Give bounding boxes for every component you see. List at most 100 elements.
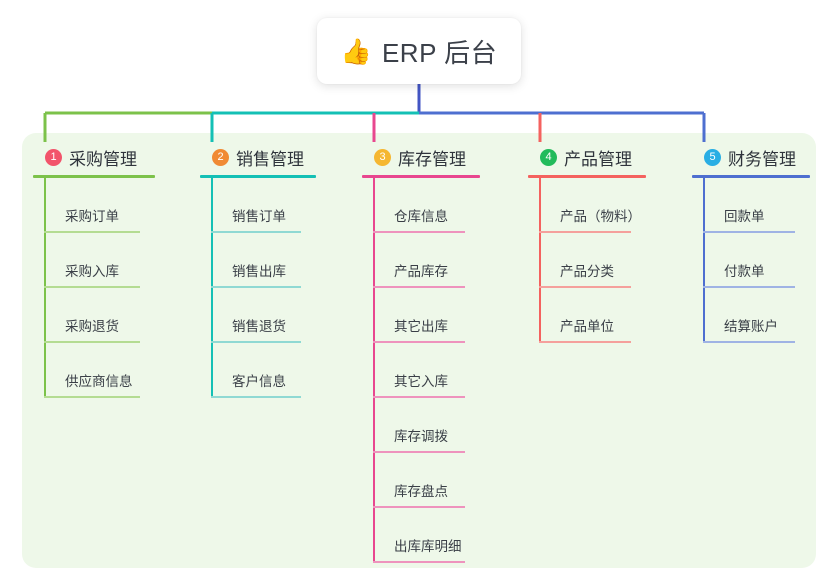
leaf-node-rule (44, 341, 140, 343)
leaf-node-label: 销售订单 (232, 209, 286, 224)
branch-number-badge: 1 (45, 148, 62, 166)
leaf-node[interactable]: 产品库存 (362, 233, 480, 288)
branch-number-badge: 2 (212, 148, 229, 166)
leaf-node-label: 采购订单 (65, 209, 119, 224)
branch-header-1[interactable]: 1 采购管理 (33, 146, 155, 169)
leaf-node-rule (373, 231, 465, 233)
branch-title: 库存管理 (398, 149, 466, 169)
leaf-node-label: 产品分类 (560, 264, 614, 279)
leaf-node[interactable]: 库存盘点 (362, 453, 480, 508)
leaf-node-rule (44, 396, 140, 398)
branch-header-rule (200, 175, 316, 178)
branch-header-rule (33, 175, 155, 178)
branch-stem (211, 178, 213, 398)
branch-item-list: 采购订单采购入库采购退货供应商信息 (33, 178, 155, 398)
leaf-node-label: 产品（物料） (560, 209, 641, 224)
leaf-node-rule (211, 286, 301, 288)
leaf-node-rule (44, 231, 140, 233)
thumbs-up-emoji: 👍 (340, 36, 372, 66)
leaf-node-rule (539, 341, 631, 343)
branch-item-list: 产品（物料） 产品分类产品单位 (528, 178, 646, 343)
leaf-node[interactable]: 产品分类 (528, 233, 646, 288)
leaf-node-label: 供应商信息 (65, 374, 133, 389)
branch-stem (44, 178, 46, 398)
branch-column-5: 5 财务管理回款单付款单结算账户 (692, 146, 810, 343)
leaf-node-rule (373, 561, 465, 563)
branch-item-list: 仓库信息产品库存其它出库其它入库库存调拨库存盘点出库库明细 (362, 178, 480, 563)
leaf-node[interactable]: 出库库明细 (362, 508, 480, 563)
leaf-node[interactable]: 回款单 (692, 178, 810, 233)
branch-number-badge: 5 (704, 148, 721, 166)
leaf-node-label: 仓库信息 (394, 209, 448, 224)
leaf-node-rule (703, 286, 795, 288)
leaf-node-rule (211, 231, 301, 233)
diagram-background-panel (22, 133, 816, 568)
branch-title: 采购管理 (69, 149, 137, 169)
branch-column-3: 3 库存管理仓库信息产品库存其它出库其它入库库存调拨库存盘点出库库明细 (362, 146, 480, 563)
leaf-node-label: 库存调拨 (394, 429, 448, 444)
leaf-node-label: 产品单位 (560, 319, 614, 334)
leaf-node[interactable]: 结算账户 (692, 288, 810, 343)
branch-header-rule (528, 175, 646, 178)
leaf-node[interactable]: 采购入库 (33, 233, 155, 288)
leaf-node-label: 销售退货 (232, 319, 286, 334)
branch-header-3[interactable]: 3 库存管理 (362, 146, 480, 169)
leaf-node[interactable]: 采购退货 (33, 288, 155, 343)
branch-header-5[interactable]: 5 财务管理 (692, 146, 810, 169)
leaf-node[interactable]: 销售订单 (200, 178, 316, 233)
leaf-node[interactable]: 销售退货 (200, 288, 316, 343)
leaf-node-label: 采购入库 (65, 264, 119, 279)
leaf-node-rule (373, 286, 465, 288)
leaf-node-rule (703, 341, 795, 343)
leaf-node-rule (373, 396, 465, 398)
leaf-node-rule (703, 231, 795, 233)
branch-number-badge: 3 (374, 148, 391, 166)
leaf-node-label: 其它入库 (394, 374, 448, 389)
branch-stem (373, 178, 375, 563)
leaf-node-label: 结算账户 (724, 319, 778, 334)
leaf-node-rule (211, 396, 301, 398)
branch-item-list: 回款单付款单结算账户 (692, 178, 810, 343)
leaf-node-label: 其它出库 (394, 319, 448, 334)
leaf-node-rule (373, 506, 465, 508)
leaf-node[interactable]: 付款单 (692, 233, 810, 288)
branch-column-4: 4 产品管理产品（物料） 产品分类产品单位 (528, 146, 646, 343)
leaf-node[interactable]: 销售出库 (200, 233, 316, 288)
branch-title: 产品管理 (564, 149, 632, 169)
leaf-node-rule (44, 286, 140, 288)
branch-stem (703, 178, 705, 343)
root-node-erp-backend[interactable]: 👍 ERP 后台 (317, 18, 521, 84)
leaf-node-label: 付款单 (724, 264, 765, 279)
branch-item-list: 销售订单销售出库销售退货客户信息 (200, 178, 316, 398)
leaf-node-label: 库存盘点 (394, 484, 448, 499)
leaf-node-label: 销售出库 (232, 264, 286, 279)
branch-header-rule (362, 175, 480, 178)
branch-title: 财务管理 (728, 149, 796, 169)
branch-header-4[interactable]: 4 产品管理 (528, 146, 646, 169)
leaf-node-label: 客户信息 (232, 374, 286, 389)
leaf-node-label: 出库库明细 (394, 539, 462, 554)
leaf-node-label: 回款单 (724, 209, 765, 224)
leaf-node-label: 采购退货 (65, 319, 119, 334)
leaf-node[interactable]: 产品（物料） (528, 178, 646, 233)
leaf-node[interactable]: 其它入库 (362, 343, 480, 398)
leaf-node-rule (373, 451, 465, 453)
leaf-node[interactable]: 供应商信息 (33, 343, 155, 398)
root-node-title: ERP 后台 (381, 37, 498, 68)
leaf-node[interactable]: 采购订单 (33, 178, 155, 233)
leaf-node[interactable]: 产品单位 (528, 288, 646, 343)
leaf-node-rule (373, 341, 465, 343)
leaf-node-rule (539, 231, 631, 233)
leaf-node[interactable]: 客户信息 (200, 343, 316, 398)
leaf-node[interactable]: 其它出库 (362, 288, 480, 343)
leaf-node-rule (211, 341, 301, 343)
leaf-node[interactable]: 库存调拨 (362, 398, 480, 453)
branch-stem (539, 178, 541, 343)
branch-number-badge: 4 (540, 148, 557, 166)
leaf-node-rule (539, 286, 631, 288)
leaf-node[interactable]: 仓库信息 (362, 178, 480, 233)
leaf-node-label: 产品库存 (394, 264, 448, 279)
